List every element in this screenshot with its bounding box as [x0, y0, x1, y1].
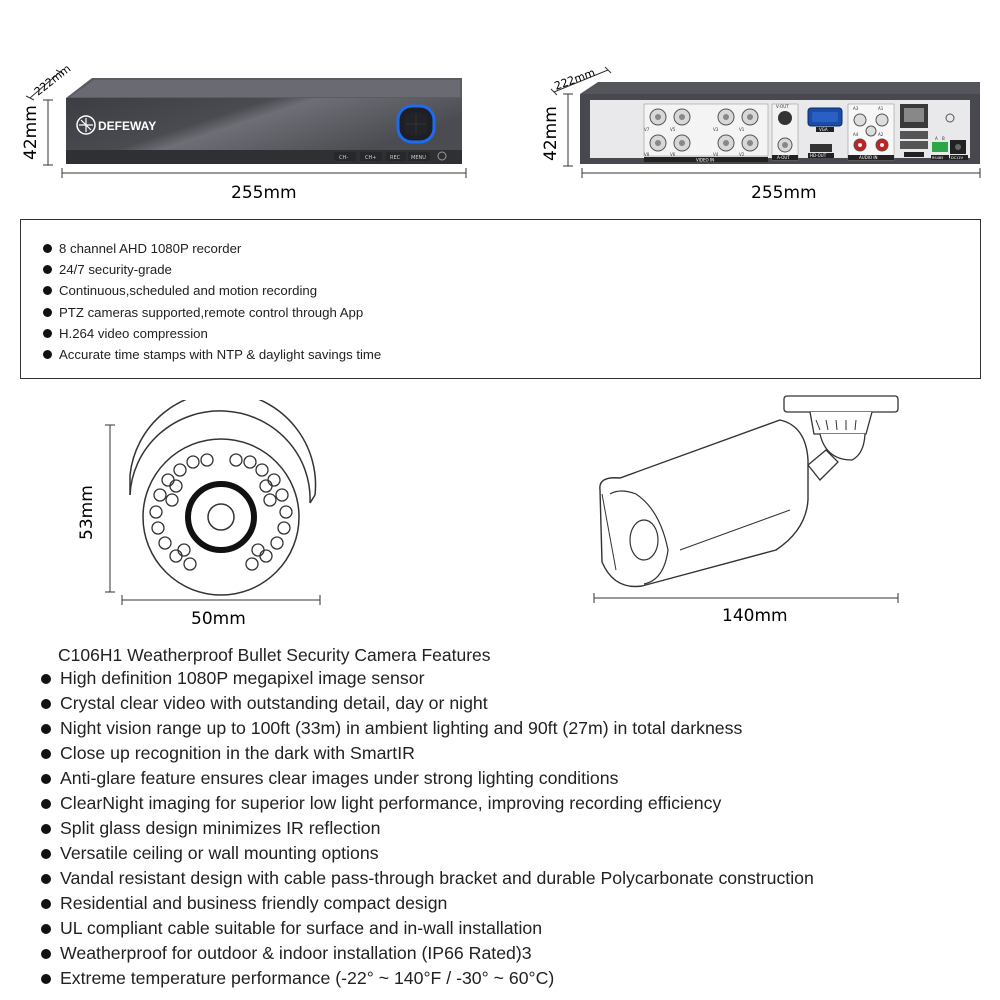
- av-out-ports: V-OUT A-OUT: [771, 103, 799, 161]
- svg-text:A: A: [935, 136, 938, 141]
- btn-menu: MENU: [411, 155, 426, 161]
- svg-text:V3: V3: [713, 127, 719, 132]
- feature-item: Close up recognition in the dark with Sm…: [40, 741, 814, 766]
- lan-usb-ports: [900, 104, 928, 157]
- svg-text:AUDIO IN: AUDIO IN: [859, 155, 878, 160]
- front-depth-label: 222mm: [32, 62, 73, 98]
- rear-height-label: 42mm: [541, 106, 561, 161]
- spec-item: Accurate time stamps with NTP & daylight…: [43, 344, 381, 365]
- features-list: High definition 1080P megapixel image se…: [40, 666, 814, 991]
- dvr-rear-diagram: 222mm 42mm V7 V5 V3 V1 V8 V6 V4: [541, 66, 981, 203]
- spec-item: 8 channel AHD 1080P recorder: [43, 238, 381, 259]
- svg-text:A4: A4: [853, 132, 859, 137]
- video-in-label: VIDEO IN: [696, 158, 714, 163]
- brand-label: DEFEWAY: [98, 119, 156, 133]
- vga-hdmi-ports: VGA HD-OUT: [807, 107, 843, 158]
- camera-length-label: 140mm: [722, 606, 788, 626]
- spec-item: H.264 video compression: [43, 323, 381, 344]
- svg-text:V5: V5: [670, 127, 676, 132]
- svg-text:HD-OUT: HD-OUT: [810, 153, 827, 158]
- features-title: C106H1 Weatherproof Bullet Security Came…: [58, 645, 491, 665]
- feature-item: Split glass design minimizes IR reflecti…: [40, 816, 814, 841]
- feature-item: ClearNight imaging for superior low ligh…: [40, 791, 814, 816]
- svg-text:V-OUT: V-OUT: [776, 104, 789, 109]
- svg-text:V2: V2: [739, 152, 745, 157]
- svg-text:VGA: VGA: [819, 127, 828, 132]
- camera-front-diagram: 53mm 50mm: [77, 400, 321, 629]
- svg-text:A-OUT: A-OUT: [777, 155, 790, 160]
- btn-rec: REC: [390, 155, 401, 161]
- svg-text:A3: A3: [853, 106, 859, 111]
- dvr-specs-box: 8 channel AHD 1080P recorder 24/7 securi…: [20, 219, 981, 379]
- camera-width-label: 50mm: [191, 609, 246, 629]
- camera-height-label: 53mm: [77, 485, 97, 540]
- svg-text:V6: V6: [670, 152, 676, 157]
- ir-led-ring: [149, 453, 293, 571]
- svg-text:V1: V1: [739, 127, 745, 132]
- dvr-specs-list: 8 channel AHD 1080P recorder 24/7 securi…: [43, 238, 381, 365]
- feature-item: UL compliant cable suitable for surface …: [40, 916, 814, 941]
- front-height-label: 42mm: [21, 105, 41, 160]
- spec-item: Continuous,scheduled and motion recordin…: [43, 280, 381, 301]
- svg-text:V8: V8: [644, 152, 650, 157]
- power-rs485: A B RS485 DC12V: [931, 113, 968, 160]
- front-buttons: CH- CH+ REC MENU: [334, 151, 447, 161]
- svg-text:V7: V7: [644, 127, 650, 132]
- feature-item: Anti-glare feature ensures clear images …: [40, 766, 814, 791]
- feature-item: Versatile ceiling or wall mounting optio…: [40, 841, 814, 866]
- btn-ch-minus: CH-: [339, 155, 348, 161]
- audio-in-ports: A3 A1 A4 A2 AUDIO IN: [847, 103, 895, 161]
- camera-body: [599, 419, 809, 588]
- svg-text:DC12V: DC12V: [951, 156, 964, 160]
- spec-item: 24/7 security-grade: [43, 259, 381, 280]
- btn-ch-plus: CH+: [365, 155, 376, 161]
- spec-item: PTZ cameras supported,remote control thr…: [43, 302, 381, 323]
- dvr-front-diagram: 222mm 42mm DEFEWAY CH- CH+ REC: [21, 62, 467, 203]
- svg-text:A1: A1: [878, 106, 884, 111]
- feature-item: High definition 1080P megapixel image se…: [40, 666, 814, 691]
- depth-dimension-line: [29, 71, 61, 99]
- camera-side-diagram: 140mm: [593, 395, 899, 626]
- camera-face: [142, 438, 300, 596]
- defeway-logo: DEFEWAY: [76, 115, 156, 135]
- svg-text:A2: A2: [878, 132, 884, 137]
- rear-width-label: 255mm: [751, 183, 817, 203]
- front-width-label: 255mm: [231, 183, 297, 203]
- feature-item: Extreme temperature performance (-22° ~ …: [40, 966, 814, 991]
- video-in-ports: V7 V5 V3 V1 V8 V6 V4 V2 VIDEO IN: [643, 103, 769, 163]
- svg-text:V4: V4: [713, 152, 719, 157]
- feature-item: Weatherproof for outdoor & indoor instal…: [40, 941, 814, 966]
- dvr-front-face: [66, 98, 462, 150]
- control-dial: [396, 104, 436, 144]
- feature-item: Night vision range up to 100ft (33m) in …: [40, 716, 814, 741]
- feature-item: Crystal clear video with outstanding det…: [40, 691, 814, 716]
- feature-item: Residential and business friendly compac…: [40, 891, 814, 916]
- feature-item: Vandal resistant design with cable pass-…: [40, 866, 814, 891]
- svg-text:RS485: RS485: [932, 156, 943, 160]
- svg-text:B: B: [942, 136, 945, 141]
